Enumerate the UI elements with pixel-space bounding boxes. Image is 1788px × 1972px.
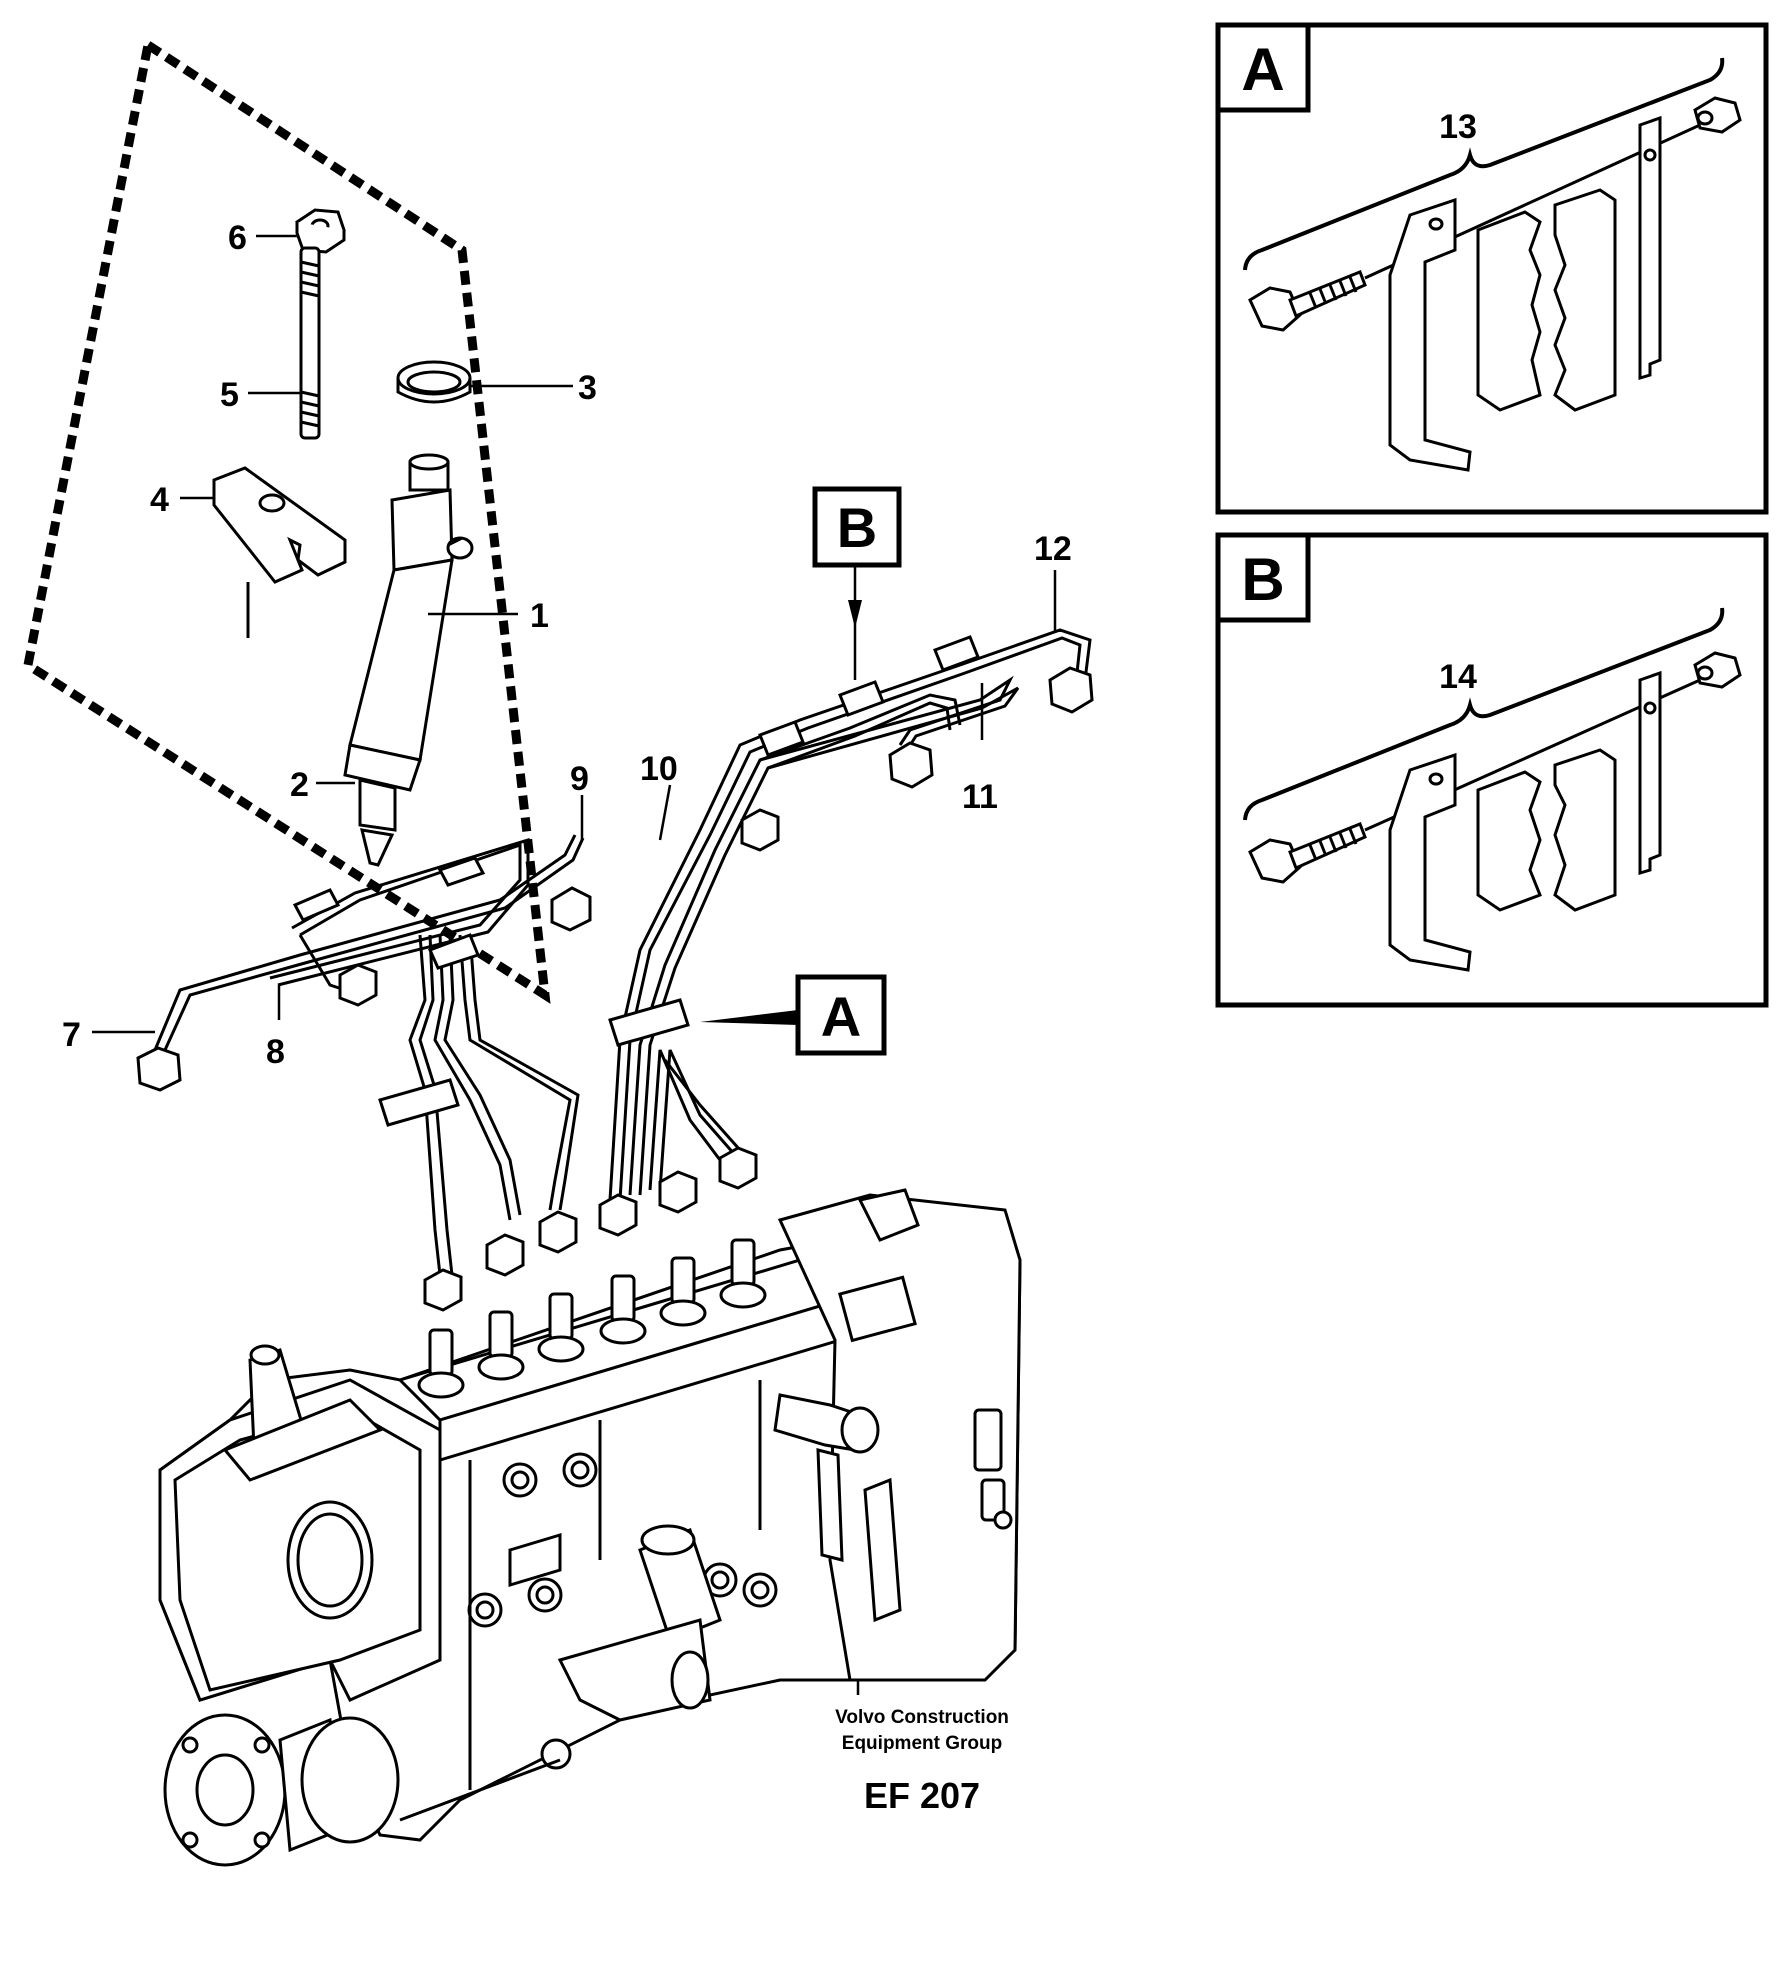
fuel-injection-pump <box>158 1188 1022 1867</box>
callout-1: 1 <box>530 597 549 635</box>
view-marker-a: A <box>700 974 887 1056</box>
callout-3: 3 <box>578 369 597 407</box>
view-marker-b-letter: B <box>837 496 877 559</box>
view-marker-a-letter: A <box>821 985 861 1048</box>
nut-6 <box>295 208 346 254</box>
callout-11: 11 <box>962 778 998 816</box>
fuel-lines-left <box>153 834 585 1276</box>
callout-14: 14 <box>1439 658 1477 696</box>
seal-ring-3 <box>396 360 472 404</box>
company-line-1: Volvo Construction <box>835 1707 1009 1728</box>
fuel-line-nuts-right <box>598 635 1094 1237</box>
footer: Volvo Construction Equipment Group EF 20… <box>835 1707 1009 1816</box>
callout-10: 10 <box>640 750 678 788</box>
callout-8: 8 <box>266 1033 285 1071</box>
stud-5 <box>299 246 321 440</box>
detail-panel-b: B 14 <box>1215 532 1769 1008</box>
callout-9: 9 <box>570 760 589 798</box>
delivery-valves <box>417 1238 767 1399</box>
detail-a-letter: A <box>1241 36 1284 103</box>
company-line-2: Equipment Group <box>842 1733 1002 1754</box>
callout-13: 13 <box>1439 108 1477 146</box>
callout-12: 12 <box>1034 530 1072 568</box>
injector-assembly <box>212 208 474 867</box>
fuel-line-nuts-left <box>136 856 592 1312</box>
callout-6: 6 <box>228 219 247 257</box>
detail-panel-a: A 13 <box>1215 22 1769 515</box>
callout-2: 2 <box>290 766 309 804</box>
drawing-code: EF 207 <box>864 1775 980 1816</box>
injector-1 <box>343 453 474 867</box>
injector-detail-frame <box>23 41 551 1004</box>
callout-labels: 6 5 3 4 1 2 9 10 12 11 7 8 <box>62 219 1072 1071</box>
detail-b-letter: B <box>1241 546 1284 613</box>
clamp-4 <box>212 466 347 638</box>
callout-5: 5 <box>220 376 239 414</box>
view-marker-b: B <box>812 486 902 628</box>
callout-7: 7 <box>62 1016 81 1054</box>
callout-4: 4 <box>150 481 169 519</box>
